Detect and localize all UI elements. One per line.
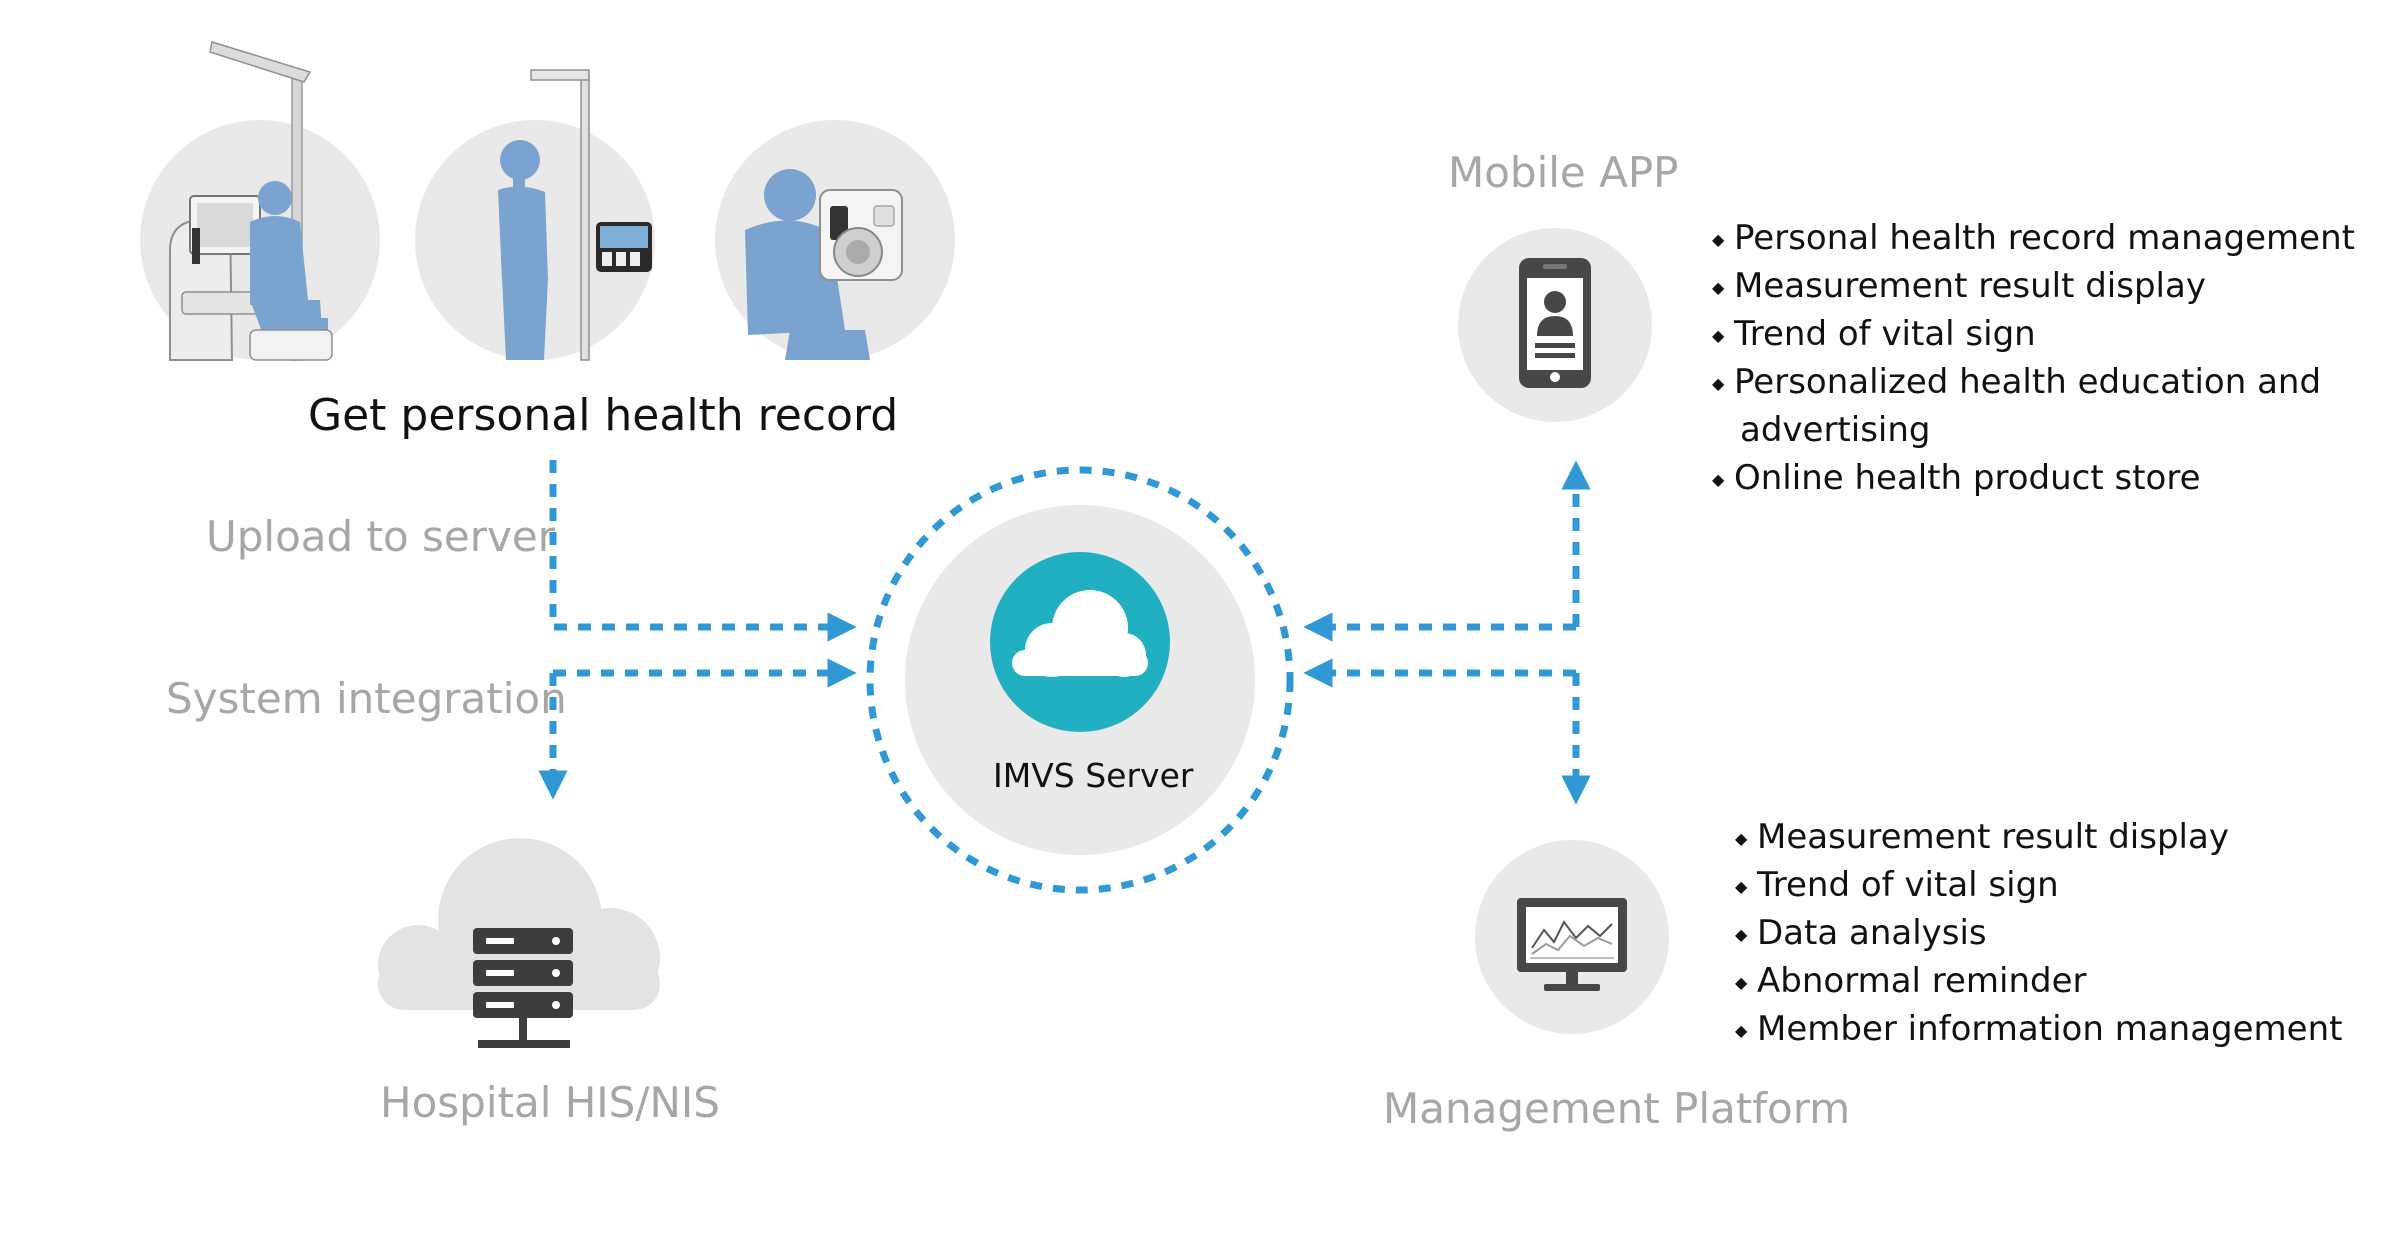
list-item-continuation: advertising bbox=[1740, 410, 1931, 450]
list-item: ◆Trend of vital sign bbox=[1712, 310, 2355, 358]
management-flow bbox=[1303, 658, 1591, 805]
list-item: ◆Trend of vital sign bbox=[1735, 861, 2342, 909]
integration-flow bbox=[538, 658, 857, 800]
blood-pressure-monitor-illustration bbox=[715, 120, 955, 360]
diamond-bullet-icon: ◆ bbox=[1712, 374, 1725, 393]
list-item: ◆Data analysis bbox=[1735, 909, 2342, 957]
diamond-bullet-icon: ◆ bbox=[1712, 326, 1725, 345]
user-profile-icon bbox=[1535, 291, 1575, 358]
list-item: ◆Abnormal reminder bbox=[1735, 957, 2342, 1005]
list-item: ◆Online health product store bbox=[1712, 454, 2355, 502]
mobile-app-label: Mobile APP bbox=[1448, 148, 1679, 197]
mobile-flow bbox=[1303, 460, 1591, 642]
upload-label: Upload to server bbox=[206, 512, 555, 561]
list-item: ◆Measurement result display bbox=[1712, 262, 2355, 310]
kiosk-device-illustration bbox=[140, 41, 380, 361]
imvs-server-node bbox=[866, 466, 1294, 894]
server-label: IMVS Server bbox=[993, 756, 1194, 795]
mobile-app-node bbox=[1458, 228, 1652, 422]
monitor-chart-icon bbox=[1517, 898, 1627, 991]
list-item: ◆Measurement result display bbox=[1735, 813, 2342, 861]
diamond-bullet-icon: ◆ bbox=[1735, 973, 1748, 992]
diamond-bullet-icon: ◆ bbox=[1735, 877, 1748, 896]
upload-arrow bbox=[549, 460, 857, 642]
diamond-bullet-icon: ◆ bbox=[1735, 829, 1748, 848]
management-label: Management Platform bbox=[1383, 1084, 1851, 1133]
management-feature-list: ◆Measurement result display ◆Trend of vi… bbox=[1735, 813, 2342, 1053]
cloud-icon bbox=[1012, 590, 1148, 677]
diamond-bullet-icon: ◆ bbox=[1735, 925, 1748, 944]
hospital-server-icon bbox=[378, 838, 660, 1048]
list-item: ◆Member information management bbox=[1735, 1005, 2342, 1053]
server-rack-icon bbox=[473, 928, 573, 1048]
list-item: ◆Personalized health education and bbox=[1712, 358, 2355, 406]
diamond-bullet-icon: ◆ bbox=[1712, 278, 1725, 297]
smartphone-icon bbox=[1519, 258, 1591, 388]
standing-scale-illustration bbox=[415, 69, 655, 361]
diamond-bullet-icon: ◆ bbox=[1712, 230, 1725, 249]
server-dashed-ring bbox=[866, 466, 1294, 894]
mobile-feature-list: ◆Personal health record management ◆Meas… bbox=[1712, 214, 2355, 502]
diamond-bullet-icon: ◆ bbox=[1735, 1021, 1748, 1040]
diamond-bullet-icon: ◆ bbox=[1712, 470, 1725, 489]
upload-flow bbox=[549, 460, 857, 642]
hospital-label: Hospital HIS/NIS bbox=[380, 1078, 720, 1127]
management-platform-node bbox=[1475, 840, 1669, 1034]
integration-label: System integration bbox=[166, 674, 567, 723]
capture-title: Get personal health record bbox=[308, 390, 899, 441]
list-item: ◆Personal health record management bbox=[1712, 214, 2355, 262]
